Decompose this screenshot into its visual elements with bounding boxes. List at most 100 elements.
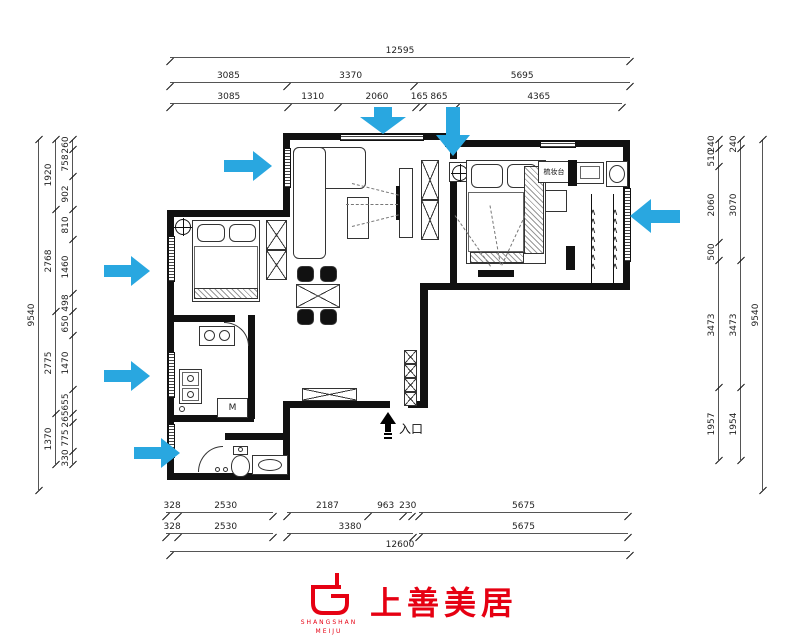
dim-label: 865 — [430, 92, 448, 102]
dim-segment: 3070 — [729, 148, 753, 262]
arrow-head — [436, 134, 470, 156]
tv-wall-master — [478, 270, 514, 277]
logo-icon — [311, 573, 349, 615]
dim-segment: 3085 — [170, 91, 288, 104]
dim-label: 328 — [163, 501, 181, 511]
dim-label: 2187 — [315, 501, 339, 511]
dim-segment: 265 — [61, 410, 85, 427]
dim-label: 3070 — [729, 193, 739, 217]
dim-segment: 4365 — [455, 91, 623, 104]
dim-chain-bottom-2b: 3380 — [287, 521, 413, 534]
dim-label: 902 — [61, 185, 71, 203]
dim-label: 500 — [707, 243, 717, 261]
pillow — [197, 224, 225, 242]
tv-view-line — [346, 204, 398, 205]
view-arrow-right — [134, 438, 180, 468]
dim-segment: 3380 — [287, 521, 413, 534]
window-master-top — [540, 141, 576, 148]
bed-footer-hatch — [194, 288, 258, 299]
dim-segment: 165 — [411, 91, 428, 104]
accessory-icon — [223, 467, 228, 472]
dim-label: 1957 — [707, 412, 717, 436]
wall-bath-top — [225, 433, 283, 440]
shoe-cabinet-cell — [404, 364, 417, 378]
dim-label: 1920 — [44, 163, 54, 187]
dim-segment: 12595 — [170, 45, 630, 58]
dim-segment: 3085 — [170, 70, 287, 83]
drain-icon — [187, 375, 194, 382]
dim-label: 650 — [61, 315, 71, 333]
tv-living — [396, 186, 400, 220]
dim-label: 165 — [410, 92, 428, 102]
dim-segment: 2530 — [178, 500, 273, 513]
shoe-cabinet-cell — [404, 378, 417, 392]
flush-button-icon — [238, 447, 243, 452]
logo-en-line1: SHANGSHAN — [300, 619, 358, 626]
arrow-stem — [224, 160, 253, 172]
bed-footer-hatch — [470, 252, 524, 263]
window-living-left — [284, 148, 291, 188]
dim-label: 5675 — [512, 501, 535, 511]
dim-label: 1370 — [44, 427, 54, 451]
dim-label: 3085 — [217, 92, 241, 102]
dim-segment: 3473 — [729, 261, 753, 389]
dim-segment: 2187 — [287, 500, 368, 513]
dim-segment: 865 — [422, 91, 456, 104]
view-arrow-down — [360, 106, 406, 134]
dim-label: 2775 — [44, 351, 54, 375]
column — [568, 160, 577, 186]
dim-segment: 5695 — [414, 70, 630, 83]
dim-segment: 2768 — [44, 210, 68, 312]
ceiling-lamp-icon — [451, 164, 469, 182]
dim-label: 1954 — [729, 412, 739, 436]
dim-segment: 328 — [163, 500, 181, 513]
bed-side-hatch — [524, 166, 544, 254]
entrance-label: 入口 — [399, 422, 424, 436]
dressing-table: 梳妆台 — [538, 161, 570, 183]
logo-cn-text: 上善美居 — [370, 584, 519, 622]
dim-segment: 500 — [707, 242, 731, 262]
arrow-stem — [104, 265, 131, 277]
stool — [545, 190, 567, 212]
dim-chain-bottom-total: 12600 — [170, 539, 630, 552]
wall-bath-right — [283, 401, 290, 480]
wardrobe-icon — [266, 250, 287, 280]
wall-bath-bottom — [167, 473, 290, 480]
dim-chain-top-total: 12595 — [170, 45, 630, 58]
dining-chair — [297, 266, 314, 282]
dim-segment: 1954 — [729, 388, 753, 460]
accessory-icon — [215, 467, 220, 472]
dim-label: 2060 — [707, 193, 717, 217]
dim-segment: 230 — [399, 500, 416, 513]
dim-label: 810 — [61, 216, 71, 234]
arrow-stem — [104, 370, 131, 382]
pillow — [471, 164, 503, 188]
dim-label: 2768 — [44, 249, 54, 273]
dim-label: 9540 — [751, 303, 761, 327]
dim-label: 12600 — [385, 540, 415, 550]
dim-segment: 1460 — [61, 240, 85, 294]
entrance-arrow-icon — [380, 412, 396, 424]
entrance-arrow-base — [384, 433, 392, 439]
dining-chair — [320, 266, 337, 282]
drain-icon — [187, 391, 194, 398]
dim-segment: 240 — [707, 136, 731, 153]
dim-segment: 758 — [61, 149, 85, 178]
dim-label: 655 — [61, 393, 71, 411]
wall-kitchen-bottom — [174, 415, 254, 422]
dim-segment: 2775 — [44, 311, 68, 414]
dim-label: 3380 — [338, 522, 362, 532]
window-living-top — [340, 134, 424, 141]
dim-label: 758 — [61, 154, 71, 173]
dim-segment: 3370 — [286, 70, 415, 83]
arrow-head — [630, 199, 651, 233]
view-arrow-right — [104, 256, 150, 286]
view-arrow-right — [224, 151, 272, 181]
dim-label: 330 — [61, 449, 71, 467]
floor-drain-icon — [179, 406, 185, 412]
arrow-head — [161, 438, 180, 468]
dim-chain-right-total: 9540 — [751, 140, 775, 490]
arrow-head — [131, 361, 150, 391]
wall-corridor-bottom — [290, 401, 390, 408]
